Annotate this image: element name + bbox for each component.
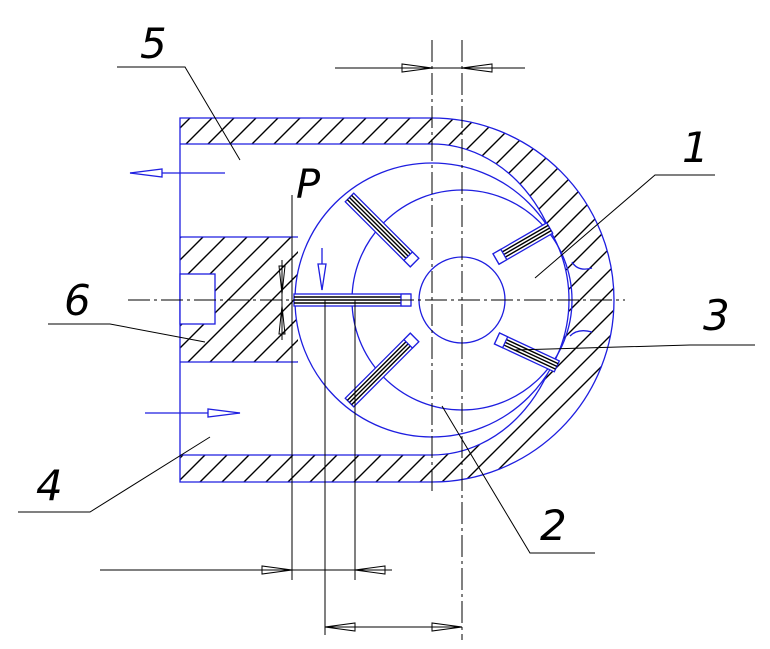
- outlet-flow-arrowhead: [129, 168, 163, 178]
- vane-lower-right: [493, 332, 561, 373]
- label-2: 2: [540, 501, 567, 550]
- leader-6: [48, 323, 206, 343]
- label-4: 4: [36, 461, 63, 510]
- vane-upper-right: [492, 221, 554, 266]
- leader-1: [534, 174, 715, 279]
- flow-arrows: [129, 168, 327, 418]
- top-wall-hatch: [180, 118, 432, 144]
- pocket-lower: [569, 330, 593, 337]
- leader-4: [18, 436, 211, 513]
- dim-eccentricity-arrows: [401, 63, 493, 73]
- force-arrowhead: [317, 263, 327, 291]
- curved-wall-hatch: [432, 118, 614, 482]
- bottom-wall-hatch: [180, 455, 432, 482]
- label-p: P: [296, 162, 321, 208]
- leader-2: [441, 405, 595, 554]
- inlet-flow-arrowhead: [207, 408, 241, 418]
- leaders: [18, 66, 755, 554]
- center-lines: [128, 40, 625, 640]
- pin-slot: [179, 273, 216, 325]
- label-1: 1: [682, 123, 709, 172]
- separator-outline: [180, 236, 298, 363]
- label-5: 5: [140, 19, 167, 68]
- dimensions: [100, 63, 525, 635]
- dim-width-arrows: [261, 565, 386, 575]
- label-3: 3: [703, 291, 730, 340]
- leader-3: [514, 344, 755, 351]
- pocket-upper: [571, 261, 593, 270]
- gap-arrows: [278, 265, 286, 335]
- housing-outline: [179, 117, 615, 483]
- dim-distance-arrows: [324, 622, 463, 632]
- vane-upper-left: [344, 192, 420, 268]
- vane-lower-left: [344, 332, 420, 408]
- housing: [179, 117, 615, 483]
- label-6: 6: [64, 276, 91, 325]
- leader-5: [117, 66, 241, 161]
